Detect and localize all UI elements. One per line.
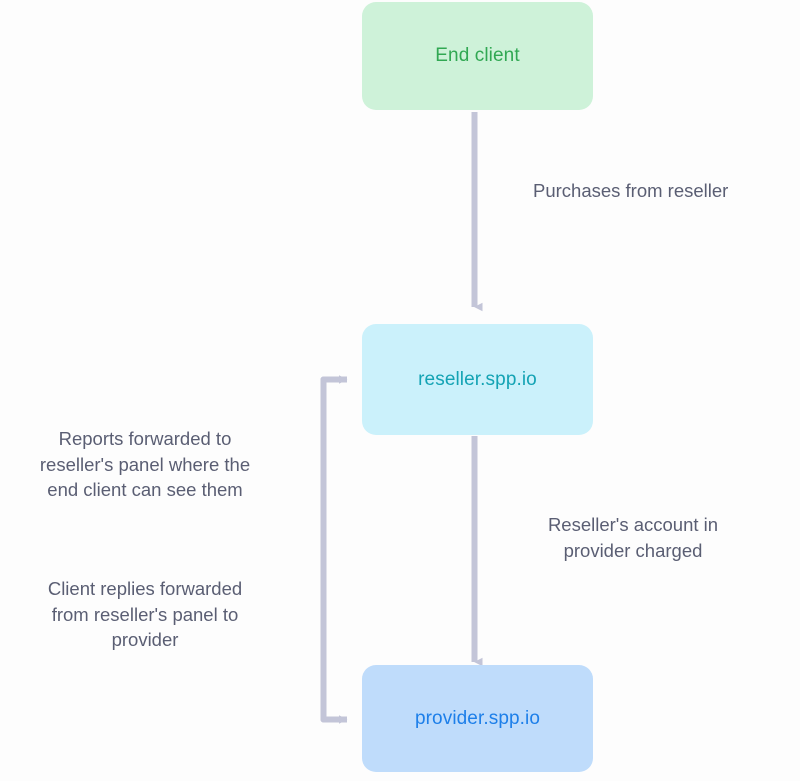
arrow-reseller-to-provider-replies-bracket: [320, 376, 348, 724]
node-reseller[interactable]: reseller.spp.io: [362, 324, 593, 435]
node-provider-label: provider.spp.io: [414, 707, 541, 729]
node-reseller-label: reseller.spp.io: [418, 368, 537, 390]
edge-label-reports-forwarded: Reports forwarded to reseller's panel wh…: [39, 428, 251, 500]
edge-label-reseller-account-charged: Reseller's account in provider charged: [547, 514, 719, 561]
edge-label-purchases-from-reseller: Purchases from reseller: [533, 180, 729, 201]
node-provider[interactable]: provider.spp.io: [362, 665, 593, 772]
edge-label-client-replies-forwarded: Client replies forwarded from reseller's…: [47, 578, 243, 650]
arrow-provider-to-reseller-bracket: [320, 375, 348, 723]
node-end-client[interactable]: End client: [362, 2, 593, 110]
node-end-client-label: End client: [435, 45, 520, 66]
